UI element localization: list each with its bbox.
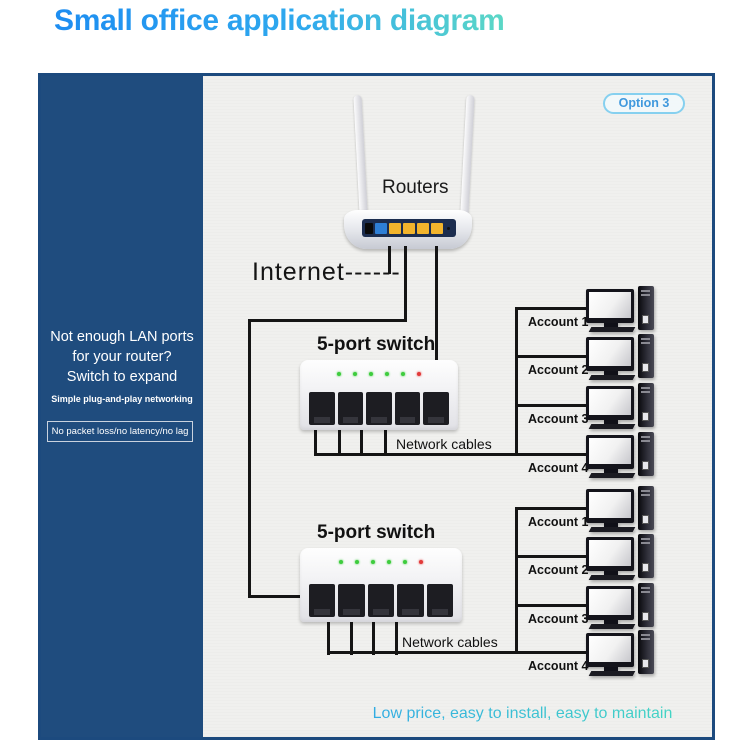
lan-port xyxy=(417,222,429,234)
led-green-icon xyxy=(369,372,373,376)
switch2-port-cable xyxy=(350,619,353,655)
group2-trunk-line xyxy=(515,507,518,654)
sidebar xyxy=(41,76,203,737)
led-green-icon xyxy=(337,372,341,376)
group1-branch-1 xyxy=(515,307,593,310)
switch1-port-cable xyxy=(384,424,387,456)
account-label: Account 3 xyxy=(528,412,589,426)
led-green-icon xyxy=(401,372,405,376)
group2-branch-2 xyxy=(515,555,593,558)
group1-bus-line xyxy=(314,453,593,456)
group2-branch-3 xyxy=(515,604,593,607)
router-label: Routers xyxy=(382,177,449,198)
rj45-port xyxy=(423,392,449,425)
cable-internet-hook xyxy=(388,246,391,274)
option-badge: Option 3 xyxy=(603,93,685,114)
wan-port xyxy=(375,222,387,234)
network-switch-1 xyxy=(300,360,458,430)
network-switch-2 xyxy=(300,548,462,622)
switch1-port-cable xyxy=(338,424,341,456)
led-green-icon xyxy=(355,560,359,564)
computer-icon xyxy=(584,286,658,334)
cable-into-switch2 xyxy=(248,595,304,598)
group2-bus-line xyxy=(327,651,593,654)
account-label: Account 1 xyxy=(528,515,589,529)
footer-slogan: Low price, easy to install, easy to main… xyxy=(340,705,705,723)
page-title: Small office application diagram xyxy=(54,4,505,37)
reset-button-dot xyxy=(447,226,450,230)
led-green-icon xyxy=(339,560,343,564)
group1-branch-2 xyxy=(515,355,593,358)
led-green-icon xyxy=(371,560,375,564)
cable-router-to-switch1 xyxy=(435,246,438,362)
led-red-icon xyxy=(419,560,423,564)
sidebar-headline-line3: Switch to expand xyxy=(66,369,178,385)
switch1-port-cable xyxy=(314,424,317,456)
sidebar-note-box: No packet loss/no latency/no lag xyxy=(47,421,193,442)
rj45-port xyxy=(337,392,364,425)
led-red-icon xyxy=(417,372,421,376)
switch1-port-cable xyxy=(360,424,363,456)
group1-trunk-line xyxy=(515,307,518,456)
computer-icon xyxy=(584,383,658,431)
cable-to-switch2-horizontal xyxy=(248,319,407,322)
group1-branch-3 xyxy=(515,404,593,407)
rj45-port xyxy=(394,392,421,425)
sidebar-headline-line1: Not enough LAN ports xyxy=(50,329,194,345)
sidebar-headline: Not enough LAN ports for your router? Sw… xyxy=(41,327,203,387)
account-label: Account 3 xyxy=(528,612,589,626)
led-green-icon xyxy=(403,560,407,564)
account-label: Account 4 xyxy=(528,461,589,475)
switch1-label: 5-port switch xyxy=(317,334,436,355)
lan-port xyxy=(431,222,443,234)
led-green-icon xyxy=(353,372,357,376)
lan-port xyxy=(389,222,401,234)
computer-icon xyxy=(584,534,658,582)
switch-ports xyxy=(309,584,454,617)
lan-port xyxy=(403,222,415,234)
cable-router-drop xyxy=(404,246,407,322)
computer-icon xyxy=(584,583,658,631)
sidebar-subtext: Simple plug-and-play networking xyxy=(51,394,193,404)
switch2-label: 5-port switch xyxy=(317,522,436,543)
switch2-port-cable xyxy=(327,619,330,655)
cable-to-switch2-vertical xyxy=(248,319,251,598)
rj45-port xyxy=(338,584,365,617)
sidebar-headline-line2: for your router? xyxy=(72,349,172,365)
rj45-port xyxy=(309,392,335,425)
rj45-port xyxy=(367,584,395,617)
rj45-port xyxy=(426,584,454,617)
computer-icon xyxy=(584,630,658,678)
internet-label: Internet------ xyxy=(252,258,401,286)
switch-led-indicators xyxy=(300,560,462,564)
led-green-icon xyxy=(385,372,389,376)
switch2-port-cable xyxy=(395,619,398,655)
switch2-port-cable xyxy=(372,619,375,655)
network-cables-label-2: Network cables xyxy=(402,634,498,650)
rj45-port xyxy=(397,584,424,617)
account-label: Account 2 xyxy=(528,363,589,377)
rj45-port xyxy=(309,584,336,617)
computer-icon xyxy=(584,432,658,480)
computer-icon xyxy=(584,334,658,382)
account-label: Account 1 xyxy=(528,315,589,329)
switch-led-indicators xyxy=(300,372,458,376)
led-green-icon xyxy=(387,560,391,564)
rj45-port xyxy=(366,392,392,425)
network-cables-label-1: Network cables xyxy=(396,436,492,452)
power-port xyxy=(365,222,373,234)
account-label: Account 4 xyxy=(528,659,589,673)
computer-icon xyxy=(584,486,658,534)
switch-ports xyxy=(309,392,449,425)
group2-branch-1 xyxy=(515,507,593,510)
router-port-strip xyxy=(362,219,456,237)
account-label: Account 2 xyxy=(528,563,589,577)
